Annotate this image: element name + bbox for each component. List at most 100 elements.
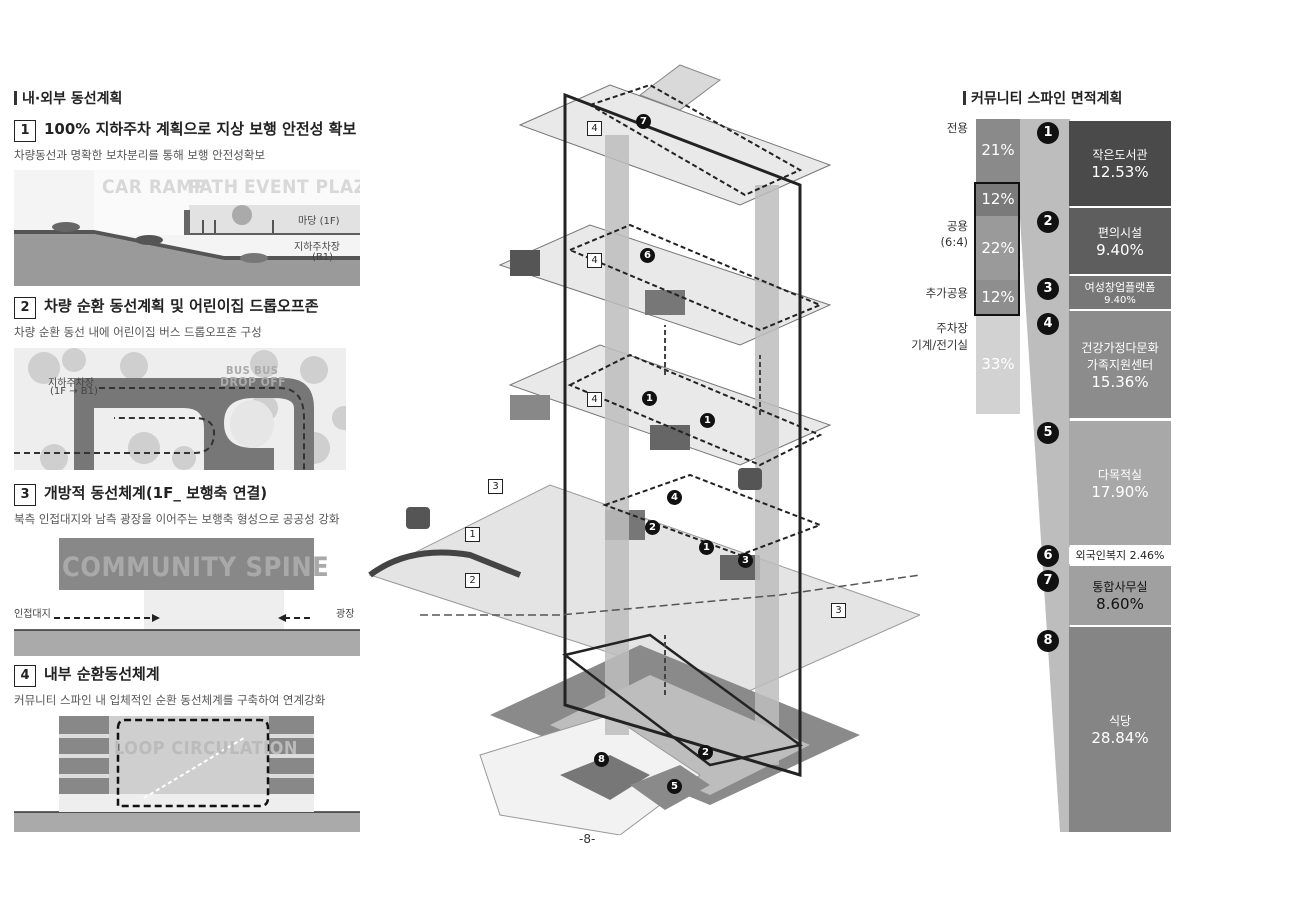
- circle-label-a: 7: [636, 114, 651, 129]
- heading-bar: [14, 91, 17, 105]
- label-b1: (B1): [312, 252, 334, 263]
- axonometric-building-diagram: [360, 55, 922, 836]
- circle-label-i: 2: [698, 745, 713, 760]
- circle-label-b: 6: [640, 248, 655, 263]
- bar-parking: 33%: [976, 315, 1020, 414]
- tapered-connector: [1020, 119, 1070, 832]
- facility-num-8: 8: [1037, 630, 1059, 652]
- item-2-number: 2: [14, 297, 36, 319]
- item-1-number: 1: [14, 120, 36, 142]
- item-1-title-text: 100% 지하주차 계획으로 지상 보행 안전성 확보: [44, 120, 357, 138]
- circle-label-c: 1: [642, 391, 657, 406]
- right-heading-text: 커뮤니티 스파인 면적계획: [971, 91, 1123, 107]
- facility-3-pct: 9.40%: [1104, 295, 1136, 306]
- axonometric-drawing: [368, 64, 922, 836]
- label-underground-parking: 지하주차장: [294, 242, 340, 253]
- facility-num-4: 4: [1037, 313, 1059, 335]
- label-plaza: 광장: [336, 609, 355, 620]
- drop-off-drawing: [14, 348, 346, 470]
- item-3-title: 3 개방적 동선체계(1F_ 보행축 연결): [14, 482, 267, 506]
- facility-multipurpose: 다목적실 17.90%: [1069, 421, 1171, 545]
- circle-label-f: 2: [645, 520, 660, 535]
- community-spine-section-diagram: COMMUNITY SPINE 인접대지 광장: [14, 538, 360, 656]
- facility-family-center: 건강가정다문화 가족지원센터 15.36%: [1069, 311, 1171, 418]
- facility-1-pct: 12.53%: [1091, 163, 1149, 181]
- left-section-heading: 내·외부 동선계획: [14, 88, 122, 108]
- facility-num-1: 1: [1037, 122, 1059, 144]
- bar-exclusive: 21%: [976, 119, 1020, 182]
- label-common: 공용: [946, 219, 968, 233]
- facility-convenience: 편의시설 9.40%: [1069, 208, 1171, 274]
- box-label-f: 2: [465, 573, 480, 588]
- page-number: -8-: [579, 832, 596, 846]
- box-label-c: 4: [587, 392, 602, 407]
- bar-common-b: 22%: [976, 216, 1020, 280]
- facility-4-name2: 가족지원센터: [1086, 357, 1154, 372]
- facility-foreigner-welfare: 외국인복지 2.46%: [1069, 547, 1171, 564]
- circle-label-e: 4: [667, 490, 682, 505]
- item-1-subtitle: 차량동선과 명확한 보차분리를 통해 보행 안전성확보: [14, 148, 266, 162]
- common-area-outline: [974, 182, 1020, 316]
- box-label-b: 4: [587, 253, 602, 268]
- box-label-a: 4: [587, 121, 602, 136]
- facility-cafeteria: 식당 28.84%: [1069, 627, 1171, 832]
- facility-num-3: 3: [1037, 278, 1059, 300]
- facility-small-library: 작은도서관 12.53%: [1069, 121, 1171, 206]
- facility-num-5: 5: [1037, 422, 1059, 444]
- circle-label-d: 1: [700, 413, 715, 428]
- facility-num-6: 6: [1037, 545, 1059, 567]
- circle-label-h: 3: [738, 553, 753, 568]
- facility-4-name: 건강가정다문화: [1081, 340, 1159, 355]
- circle-label-g: 1: [699, 540, 714, 555]
- car-ramp-section-diagram: CAR RAMP PATH EVENT PLAZA 마당 (1F) 지하주차장 …: [14, 170, 360, 286]
- ghost-bus: BUS BUS: [226, 364, 279, 377]
- item-4-number: 4: [14, 665, 36, 687]
- facility-8-pct: 28.84%: [1091, 729, 1149, 747]
- ghost-loop-circulation: LOOP CIRCULATION: [114, 738, 298, 759]
- label-yard-1f: 마당 (1F): [298, 216, 340, 227]
- item-3-subtitle: 북측 인접대지와 남측 광장을 이어주는 보행축 형성으로 공공성 강화: [14, 512, 340, 526]
- ghost-community-spine: COMMUNITY SPINE: [62, 552, 330, 583]
- car-ramp-drawing: [14, 170, 360, 286]
- facility-5-pct: 17.90%: [1091, 482, 1149, 501]
- ghost-event-plaza: EVENT PLAZA: [244, 176, 360, 198]
- facility-women-startup: 여성창업플랫폼 9.40%: [1069, 276, 1171, 309]
- label-adjacent-site: 인접대지: [14, 609, 51, 620]
- bar-common-a: 12%: [976, 182, 1020, 216]
- facility-7-name: 통합사무실: [1092, 580, 1148, 594]
- label-mech-elec: 기계/전기실: [911, 338, 968, 352]
- facility-8-name: 식당: [1108, 714, 1132, 728]
- box-label-e: 1: [465, 527, 480, 542]
- facility-2-name: 편의시설: [1097, 225, 1143, 240]
- label-common-ratio: (6:4): [940, 235, 968, 249]
- box-label-d: 3: [488, 479, 503, 494]
- item-2-title-text: 차량 순환 동선계획 및 어린이집 드롭오프존: [44, 297, 319, 315]
- circle-label-k: 5: [667, 779, 682, 794]
- loop-circulation-drawing: [14, 716, 360, 832]
- bar-added-common: 12%: [976, 280, 1020, 315]
- facility-5-name: 다목적실: [1097, 467, 1143, 482]
- box-label-g: 3: [831, 603, 846, 618]
- area-percentage-bar: 21% 12% 22% 12% 33%: [976, 119, 1020, 414]
- item-4-subtitle: 커뮤니티 스파인 내 입체적인 순환 동선체계를 구축하여 연계강화: [14, 693, 326, 707]
- ghost-drop-off: DROP OFF: [220, 375, 287, 389]
- facility-7-pct: 8.60%: [1096, 595, 1144, 613]
- heading-bar-right: [963, 91, 966, 105]
- label-exclusive: 전용: [946, 121, 968, 135]
- item-2-subtitle: 차량 순환 동선 내에 어린이집 버스 드롭오프존 구성: [14, 325, 262, 339]
- label-parking: 주차장: [936, 321, 968, 335]
- item-3-number: 3: [14, 484, 36, 506]
- loop-circulation-section-diagram: LOOP CIRCULATION: [14, 716, 360, 832]
- ghost-car-ramp: CAR RAMP: [102, 176, 207, 198]
- label-parking-ramp: 지하주차장: [48, 378, 94, 389]
- facility-1-name: 작은도서관: [1092, 148, 1148, 162]
- left-heading-text: 내·외부 동선계획: [22, 91, 123, 107]
- facility-num-2: 2: [1037, 211, 1059, 233]
- circle-label-j: 8: [594, 752, 609, 767]
- facility-4-pct: 15.36%: [1091, 372, 1149, 391]
- item-3-title-text: 개방적 동선체계(1F_ 보행축 연결): [44, 484, 268, 502]
- right-section-heading: 커뮤니티 스파인 면적계획: [963, 88, 1122, 108]
- item-2-title: 2 차량 순환 동선계획 및 어린이집 드롭오프존: [14, 295, 319, 319]
- ghost-path: PATH: [188, 176, 239, 198]
